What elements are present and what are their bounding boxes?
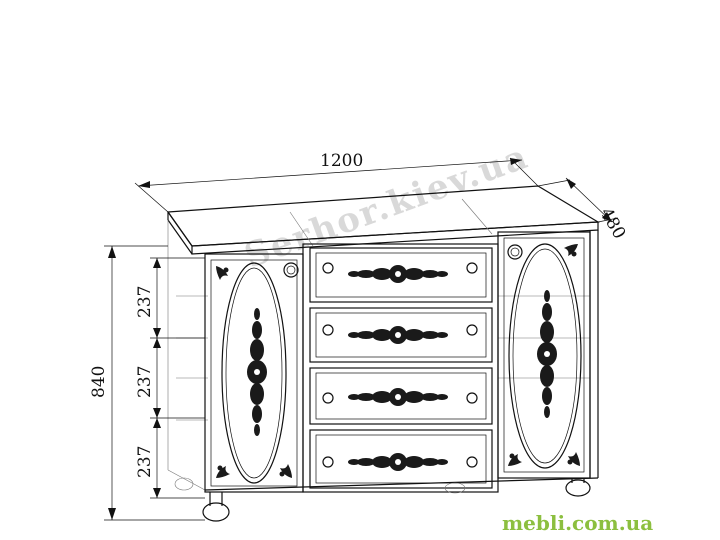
right-door-corner-ornament xyxy=(508,453,522,466)
drawer-1-ornament xyxy=(348,265,448,283)
drawer-4-knob xyxy=(322,456,334,468)
drawer-3-ornament xyxy=(348,388,448,406)
width-dimension: 1200 xyxy=(134,151,539,213)
front-left-foot xyxy=(202,502,230,522)
height-label: 840 xyxy=(89,366,109,398)
front-right-foot xyxy=(565,479,591,497)
back-left-foot xyxy=(174,477,194,491)
section-3-label: 237 xyxy=(135,446,155,478)
brand-logo-text: mebli.com.ua xyxy=(502,511,653,535)
section-1-label: 237 xyxy=(135,286,155,318)
cabinet-body xyxy=(167,220,599,491)
drawer-3 xyxy=(309,367,493,425)
right-door xyxy=(497,231,591,479)
drawer-4-ornament xyxy=(348,453,448,471)
right-door-corner-ornament xyxy=(567,452,580,466)
middle-foot xyxy=(444,482,466,494)
drawer-2 xyxy=(309,307,493,363)
drawer-3-knob xyxy=(322,392,334,404)
drawer-3-knob xyxy=(466,392,478,404)
left-door-knob xyxy=(283,262,299,278)
section-2-label: 237 xyxy=(135,366,155,398)
left-door xyxy=(204,253,304,493)
drawer-4 xyxy=(309,429,493,489)
right-door-knob xyxy=(507,244,523,260)
depth-label: 480 xyxy=(596,205,630,243)
drawer-2-knob xyxy=(322,324,334,336)
left-door-corner-ornament xyxy=(216,465,230,478)
right-door-ornament xyxy=(537,290,557,418)
height-dimension: 840 xyxy=(89,245,205,521)
drawer-2-knob xyxy=(466,324,478,336)
left-door-corner-ornament xyxy=(279,464,292,478)
drawer-1-knob xyxy=(322,262,334,274)
section-dimensions: 237 237 237 xyxy=(135,257,205,499)
watermark-text: Serhor.kiev.ua xyxy=(239,137,534,277)
drawer-1-knob xyxy=(466,262,478,274)
feet xyxy=(174,477,591,522)
drawer-2-ornament xyxy=(348,326,448,344)
drawer-4-knob xyxy=(466,456,478,468)
width-label: 1200 xyxy=(320,151,363,171)
drawer-1 xyxy=(309,247,493,303)
right-door-corner-ornament xyxy=(564,244,578,257)
left-door-corner-ornament xyxy=(216,266,229,280)
drawer-column xyxy=(302,243,499,493)
left-door-ornament xyxy=(247,308,267,436)
